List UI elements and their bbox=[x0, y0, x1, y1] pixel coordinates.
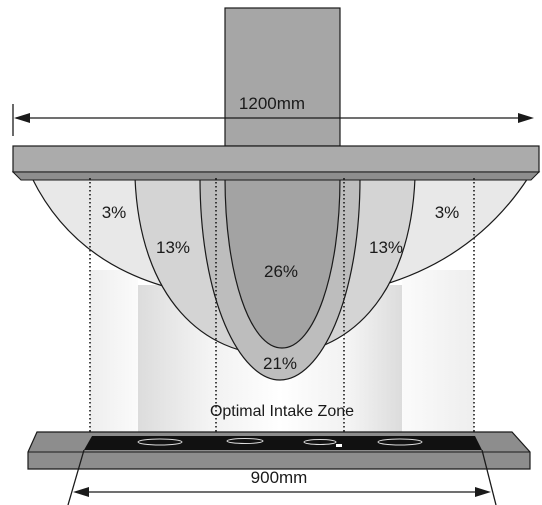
zone-percentage-labels: 3% 3% 13% 13% 26% 21% bbox=[102, 203, 460, 373]
zone-label-outer-right: 3% bbox=[435, 203, 460, 222]
cooktop-dimension-arrow-right bbox=[475, 487, 491, 497]
cooktop-indicator-light bbox=[336, 444, 342, 447]
zone-label-outer-left: 3% bbox=[102, 203, 127, 222]
optimal-intake-zone-label: Optimal Intake Zone bbox=[210, 403, 354, 420]
cooktop bbox=[27, 431, 531, 470]
hood-canopy-body bbox=[12, 145, 540, 173]
zone-label-bottom: 21% bbox=[263, 354, 297, 373]
hood-chimney bbox=[224, 7, 341, 147]
hood-canopy bbox=[11, 145, 541, 181]
cooktop-dimension-tick-right bbox=[481, 449, 497, 505]
hood-canopy-lip bbox=[11, 171, 541, 181]
cooktop-burner-marks bbox=[137, 438, 423, 446]
zone-label-center: 26% bbox=[264, 262, 298, 281]
burner-mark-3 bbox=[303, 439, 337, 445]
zone-column-outer-left bbox=[90, 270, 138, 432]
zone-label-mid-left: 13% bbox=[156, 238, 190, 257]
zone-column-outer-right bbox=[402, 270, 474, 432]
cooktop-glass-surface bbox=[84, 436, 482, 450]
hood-width-label: 1200mm bbox=[239, 94, 305, 113]
cooktop-dimension-arrow-left bbox=[73, 487, 89, 497]
burner-mark-4 bbox=[377, 438, 423, 446]
hood-width-dimension: 1200mm bbox=[12, 94, 534, 136]
center-suction-zone bbox=[224, 177, 341, 349]
cooktop-width-dimension: 900mm bbox=[67, 449, 497, 505]
hood-dimension-arrow-right bbox=[518, 113, 534, 123]
zone-label-mid-right: 13% bbox=[369, 238, 403, 257]
cooktop-width-label: 900mm bbox=[251, 468, 308, 487]
suction-zones bbox=[31, 177, 530, 381]
burner-mark-1 bbox=[137, 438, 183, 446]
burner-mark-2 bbox=[226, 438, 264, 444]
cooktop-dimension-tick-left bbox=[67, 449, 85, 505]
hood-dimension-arrow-left bbox=[14, 113, 30, 123]
